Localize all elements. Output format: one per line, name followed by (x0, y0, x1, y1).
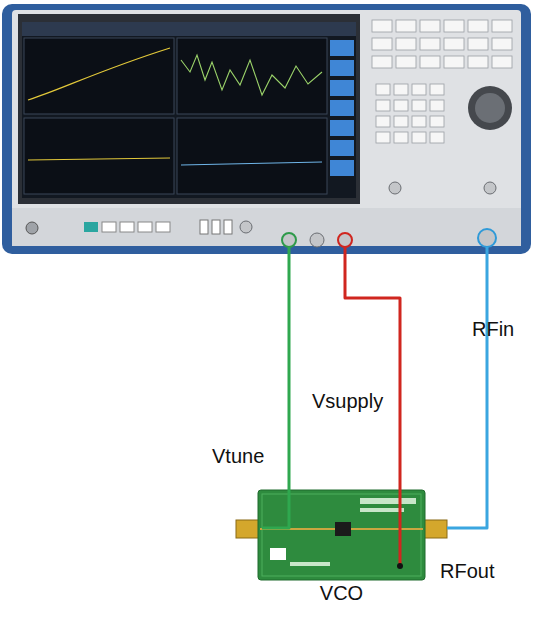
signal-label: Vsupply (312, 390, 383, 413)
vco-board (236, 490, 447, 580)
phase-noise-analyzer (2, 4, 531, 254)
signal-label: Vtune (212, 445, 264, 468)
signal-label: RFin (472, 318, 514, 341)
device-label: VCO (258, 582, 425, 605)
vco-board: VCO (258, 490, 425, 605)
signal-label: RFout (440, 560, 494, 583)
cables (262, 247, 487, 569)
